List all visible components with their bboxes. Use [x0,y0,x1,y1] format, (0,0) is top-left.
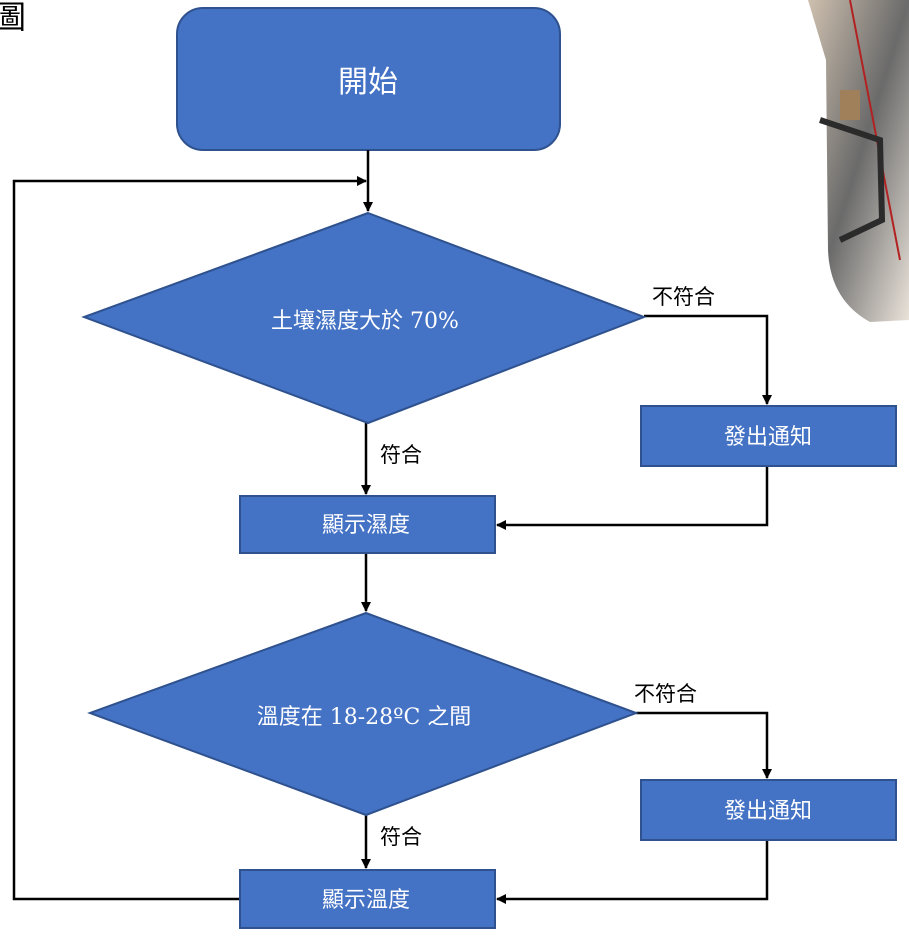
edge-label-soil-yes: 符合 [380,443,422,467]
decision-soil-label: 土壤濕度大於 70% [271,309,459,334]
connectors [12,150,772,904]
show-temperature-node: 顯示溫度 [239,869,496,929]
edge-notify2-to-temp [496,840,769,904]
start-node: 開始 [176,7,561,151]
decision-temperature: 溫度在 18-28ºC 之間 [87,611,639,817]
show-humidity-label: 顯示濕度 [322,513,410,538]
photo-fragment [808,0,909,322]
decision-temp-label: 溫度在 18-28ºC 之間 [257,705,472,730]
decision-soil-humidity: 土壤濕度大於 70% [81,211,647,425]
notify-node-2: 發出通知 [640,779,897,841]
edge-notify1-to-humidity [496,466,769,530]
edge-label-soil-no: 不符合 [652,285,715,309]
notify-node-1: 發出通知 [640,405,897,467]
notify-1-label: 發出通知 [724,425,812,450]
start-label: 開始 [338,65,398,100]
edge-loop-back [12,176,367,901]
lab-equipment-photo-icon [808,0,909,322]
notify-2-label: 發出通知 [724,799,812,824]
edge-temp-no [636,711,772,779]
edge-label-temp-yes: 符合 [380,825,422,849]
edge-label-temp-no: 不符合 [634,682,697,706]
show-temperature-label: 顯示溫度 [322,888,410,913]
header-fragment: 圖 [0,0,26,36]
edge-soil-no [644,314,772,405]
show-humidity-node: 顯示濕度 [239,495,496,554]
